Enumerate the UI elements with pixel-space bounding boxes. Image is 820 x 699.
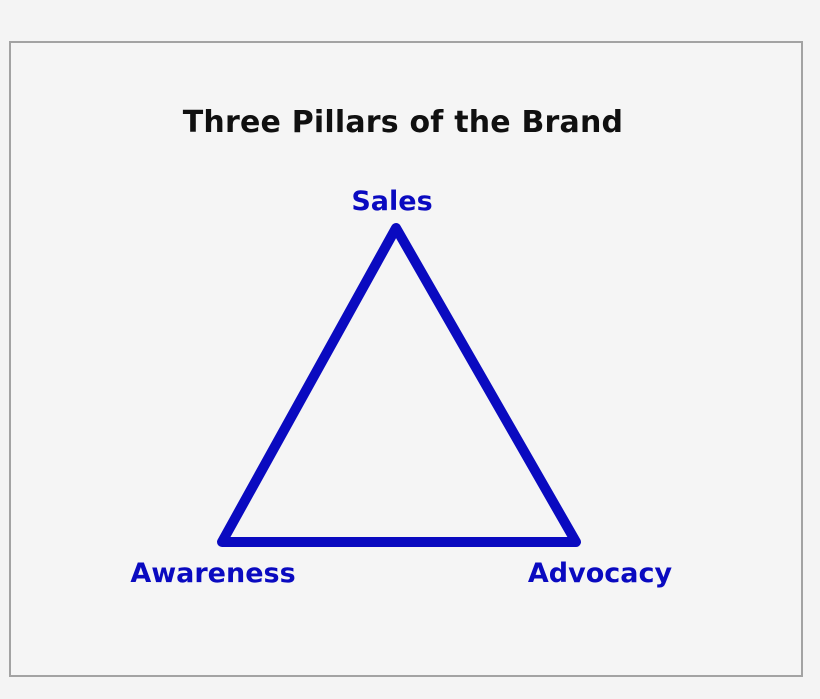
vertex-label-advocacy: Advocacy xyxy=(527,558,673,589)
vertex-label-awareness: Awareness xyxy=(130,558,296,589)
vertex-label-sales: Sales xyxy=(351,186,433,217)
page-title: Three Pillars of the Brand xyxy=(182,105,624,140)
